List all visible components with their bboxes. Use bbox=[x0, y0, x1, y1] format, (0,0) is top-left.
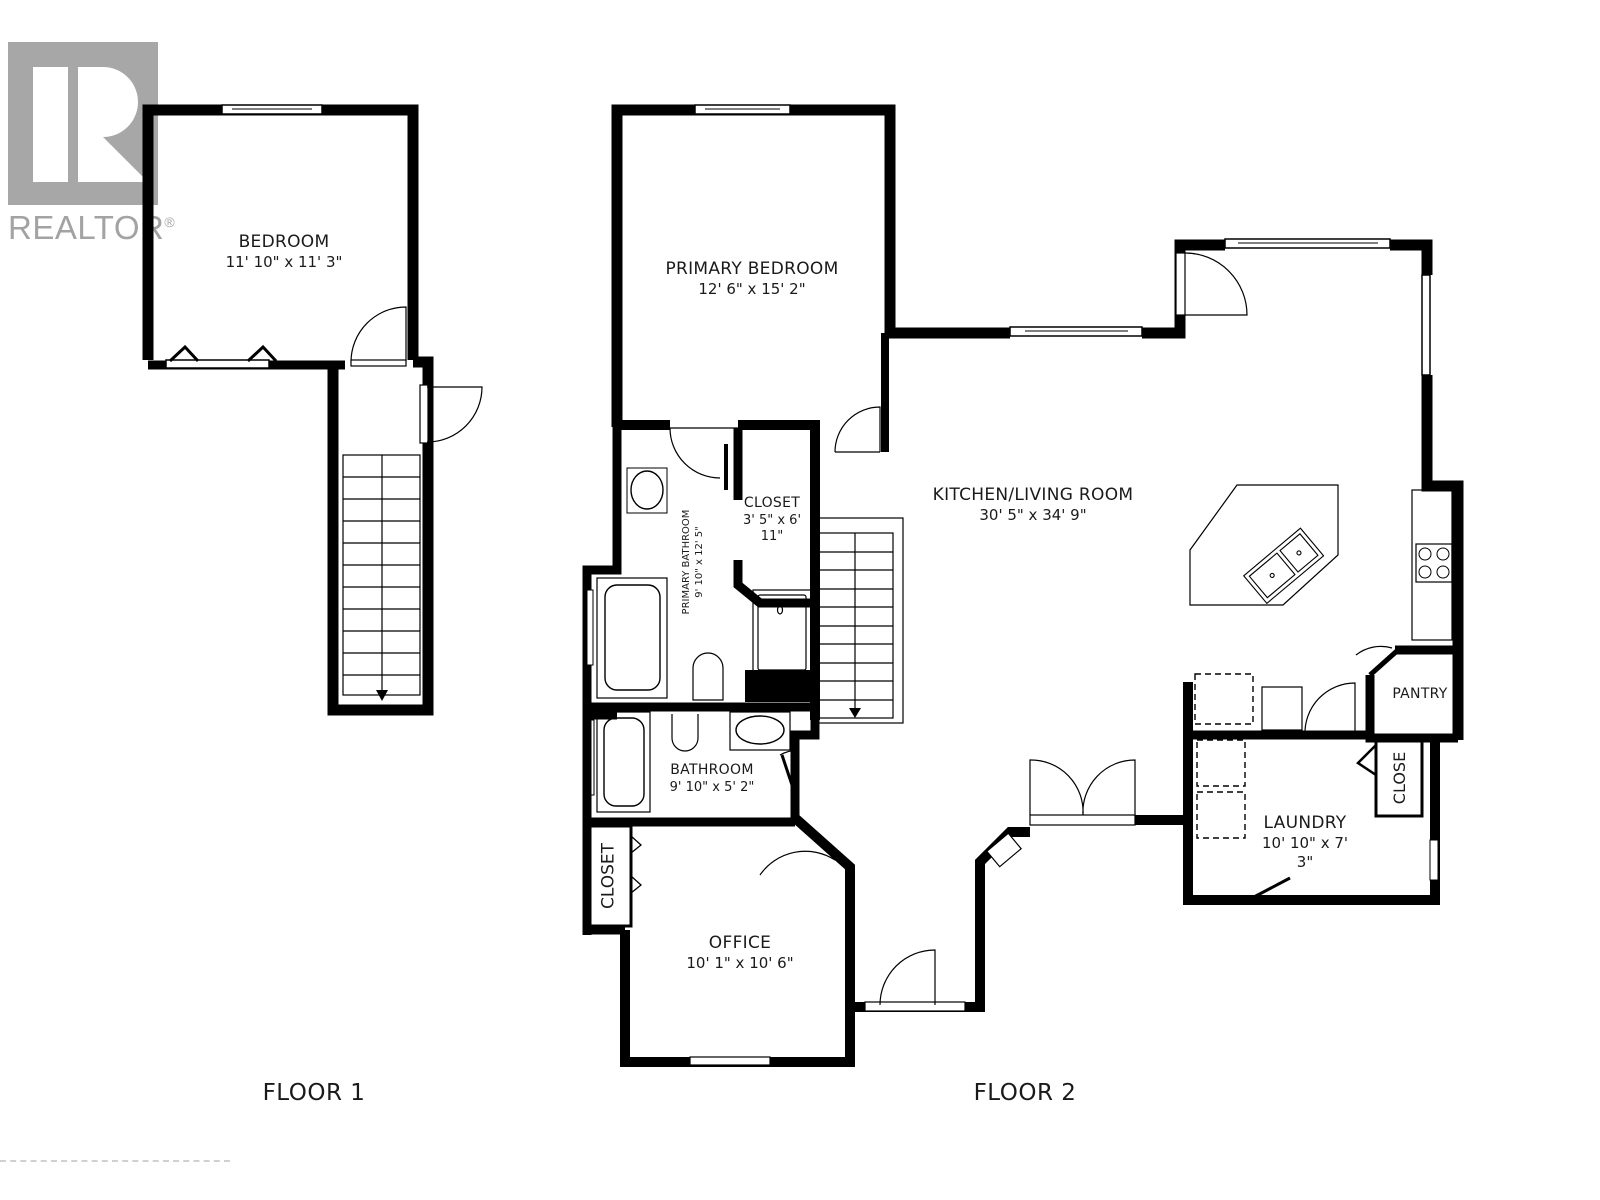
floor-1-plan bbox=[142, 104, 483, 716]
room-kitchen-living: KITCHEN/LIVING ROOM 30' 5" x 34' 9" bbox=[932, 485, 1134, 525]
room-laundry: LAUNDRY 10' 10" x 7' 3" bbox=[1261, 813, 1349, 871]
watermark-strip bbox=[0, 1160, 230, 1162]
room-bedroom: BEDROOM 11' 10" x 11' 3" bbox=[225, 232, 343, 272]
room-primary-bathroom: PRIMARY BATHROOM 9' 10" x 12' 5" bbox=[681, 509, 705, 615]
room-primary-bedroom: PRIMARY BEDROOM 12' 6" x 15' 2" bbox=[665, 259, 839, 299]
room-closet-primary: CLOSET 3' 5" x 6' 11" bbox=[742, 495, 802, 544]
realtor-r-icon bbox=[8, 42, 158, 205]
floor-2-plan bbox=[582, 104, 1464, 1067]
room-office: OFFICE 10' 1" x 10' 6" bbox=[686, 933, 794, 973]
room-closet-laundry: CLOSE bbox=[1390, 751, 1409, 805]
realtor-wordmark: REALTOR® bbox=[8, 209, 176, 246]
floor-2-label: FLOOR 2 bbox=[973, 1080, 1077, 1106]
room-pantry: PANTRY bbox=[1392, 686, 1448, 702]
room-bathroom: BATHROOM 9' 10" x 5' 2" bbox=[669, 762, 755, 795]
realtor-logo: REALTOR® bbox=[8, 42, 176, 247]
room-closet-office: CLOSET bbox=[598, 842, 619, 910]
floor-1-label: FLOOR 1 bbox=[262, 1080, 366, 1106]
